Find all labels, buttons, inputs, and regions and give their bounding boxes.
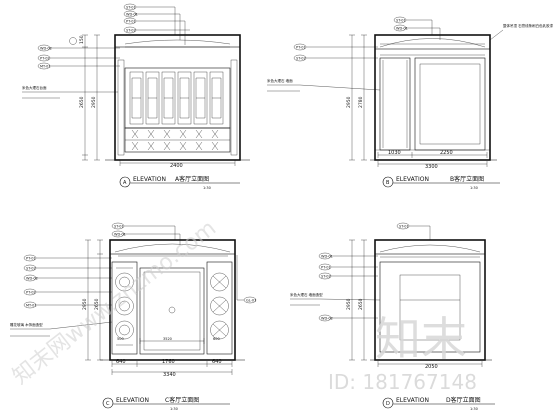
panel-a-height-total: 2950 <box>91 96 97 108</box>
panel-c-vertical-dimensions: 2950 2650 <box>82 239 103 361</box>
panel-a-note: 米色大理石台面 <box>22 85 47 90</box>
panel-c-tag: GL-01 <box>246 298 256 302</box>
panel-d-scale: 1:30 <box>470 407 478 411</box>
watermark-id: ID: 181767148 <box>328 370 477 394</box>
panel-b-height-total: 2950 <box>346 96 352 108</box>
panel-d-label: ELEVATION <box>396 397 429 404</box>
panel-c-height-total: 2950 <box>82 298 88 310</box>
panel-a-width: 2400 <box>170 163 183 169</box>
panel-c-elevation: ST-01 WD-01 PT-01 ST-02 WD-02 PT-02 MT-0… <box>10 222 256 411</box>
panel-c-scale: 1:30 <box>170 407 178 411</box>
panel-a-height-upper: 150 <box>79 35 85 44</box>
panel-b-label: ELEVATION <box>396 176 429 183</box>
panel-b-tag: PT-01 <box>296 45 306 49</box>
panel-b-width: 3300 <box>425 164 438 170</box>
panel-a-tag: MT-01 <box>40 64 51 68</box>
panel-a-height-mid: 2650 <box>79 96 85 108</box>
panel-d-circle: D <box>386 401 390 407</box>
panel-a-title: A客厅立面图 <box>175 175 209 183</box>
panel-b-tag: ST-02 <box>296 56 306 60</box>
panel-d-tags: ST-01 WD-01 PT-01 ST-02 WD-02 <box>318 222 431 322</box>
panel-c-note: 雕花玻璃 木饰面造型 <box>10 322 43 327</box>
panel-c-sub-right: 600 <box>213 337 220 341</box>
panel-a-label: ELEVATION <box>133 176 166 183</box>
panel-a-circle: A <box>123 180 127 186</box>
panel-b-seg-left: 1030 <box>388 150 401 156</box>
panel-d-vertical-dimensions: 2950 2650 <box>346 239 367 361</box>
panel-c-tag: MT-01 <box>26 303 37 307</box>
panel-a-elevation: ST-01 WD-01 PT-01 ST-02 WD-02 PT-02 MT-0… <box>22 3 250 190</box>
panel-b-note-left: 米色大理石 墙面 <box>267 78 293 83</box>
panel-c-tag: ST-01 <box>114 224 124 228</box>
panel-a-lower-cabinet <box>124 127 231 153</box>
panel-a-scale: 1:30 <box>203 186 211 190</box>
panel-b-seg-right: 2250 <box>440 150 453 156</box>
panel-d-width: 2050 <box>425 364 438 370</box>
panel-a-cabinet <box>124 67 231 129</box>
panel-c-tag: WD-02 <box>26 276 38 280</box>
panel-a-tags: ST-01 WD-01 PT-01 ST-02 WD-02 PT-02 MT-0… <box>37 3 190 70</box>
panel-c-tag: PT-02 <box>26 290 36 294</box>
panel-c-seg-mid-top: 3520 <box>163 337 172 341</box>
panel-c-tag: ST-02 <box>26 266 36 270</box>
panel-d-tag: PT-01 <box>321 265 331 269</box>
panel-b-tag: ST-01 <box>396 18 406 22</box>
panel-d-height-total: 2950 <box>346 298 352 310</box>
panel-a-tag: PT-01 <box>126 19 136 23</box>
panel-d-tag: ST-02 <box>321 274 331 278</box>
panel-c-right-column <box>206 261 233 355</box>
panel-b-vertical-dimensions: 2950 2780 <box>346 34 367 161</box>
panel-a-tag: ST-02 <box>126 28 136 32</box>
panel-b-tag: WD-01 <box>396 26 408 30</box>
panel-b-scale: 1:30 <box>470 186 478 190</box>
panel-d-height-mid: 2650 <box>358 298 364 310</box>
panel-d-note-left: 米色大理石 墙面造型 <box>290 292 323 297</box>
panel-c-seg-right: 640 <box>212 359 222 365</box>
panel-b-title: B客厅立面图 <box>450 175 484 183</box>
panel-b-elevation: ST-01 WD-01 PT-01 ST-02 整体吊顶 石膏线条刷白色乳胶漆 … <box>267 16 554 190</box>
panel-b-tags: ST-01 WD-01 PT-01 ST-02 <box>293 16 441 62</box>
panel-c-circle: C <box>106 401 110 407</box>
panel-a-tag: WD-02 <box>40 46 52 50</box>
panel-a-tag: WD-01 <box>126 12 138 16</box>
panel-c-seg-mid: 1760 <box>162 359 175 365</box>
panel-a-vertical-dimensions: 150 2650 2950 <box>79 34 100 161</box>
panel-a-tag: ST-01 <box>126 5 136 9</box>
panel-c-seg-left: 640 <box>116 359 126 365</box>
panel-c-sub-left: 500 <box>117 337 124 341</box>
panel-d-tag: WD-02 <box>321 316 333 320</box>
panel-b-circle: B <box>386 180 390 186</box>
panel-a-tag: PT-02 <box>40 56 50 60</box>
panel-c-tag: WD-01 <box>114 232 126 236</box>
panel-d-title: D客厅立面图 <box>446 396 481 404</box>
watermark-brand: 知末 <box>375 312 467 366</box>
panel-c-width: 3340 <box>163 372 176 378</box>
panel-c-title: C客厅立面图 <box>165 396 199 404</box>
panel-c-height-mid: 2650 <box>94 298 100 310</box>
panel-b-note-top: 整体吊顶 石膏线条刷白色乳胶漆 <box>503 23 554 28</box>
panel-c-tags: ST-01 WD-01 PT-01 ST-02 WD-02 PT-02 MT-0… <box>23 222 256 309</box>
watermark-site: 知末网www.znzmo.com <box>8 216 221 390</box>
panel-c-label: ELEVATION <box>116 397 149 404</box>
panel-c-tag: PT-01 <box>26 256 36 260</box>
panel-c-left-column <box>111 261 138 355</box>
panel-d-tag: WD-01 <box>321 254 333 258</box>
panel-b-height-mid: 2780 <box>358 96 364 108</box>
panel-d-tag: ST-01 <box>399 224 409 228</box>
panel-d-elevation: ST-01 WD-01 PT-01 ST-02 WD-02 米色大理石 墙面造型… <box>290 222 495 411</box>
